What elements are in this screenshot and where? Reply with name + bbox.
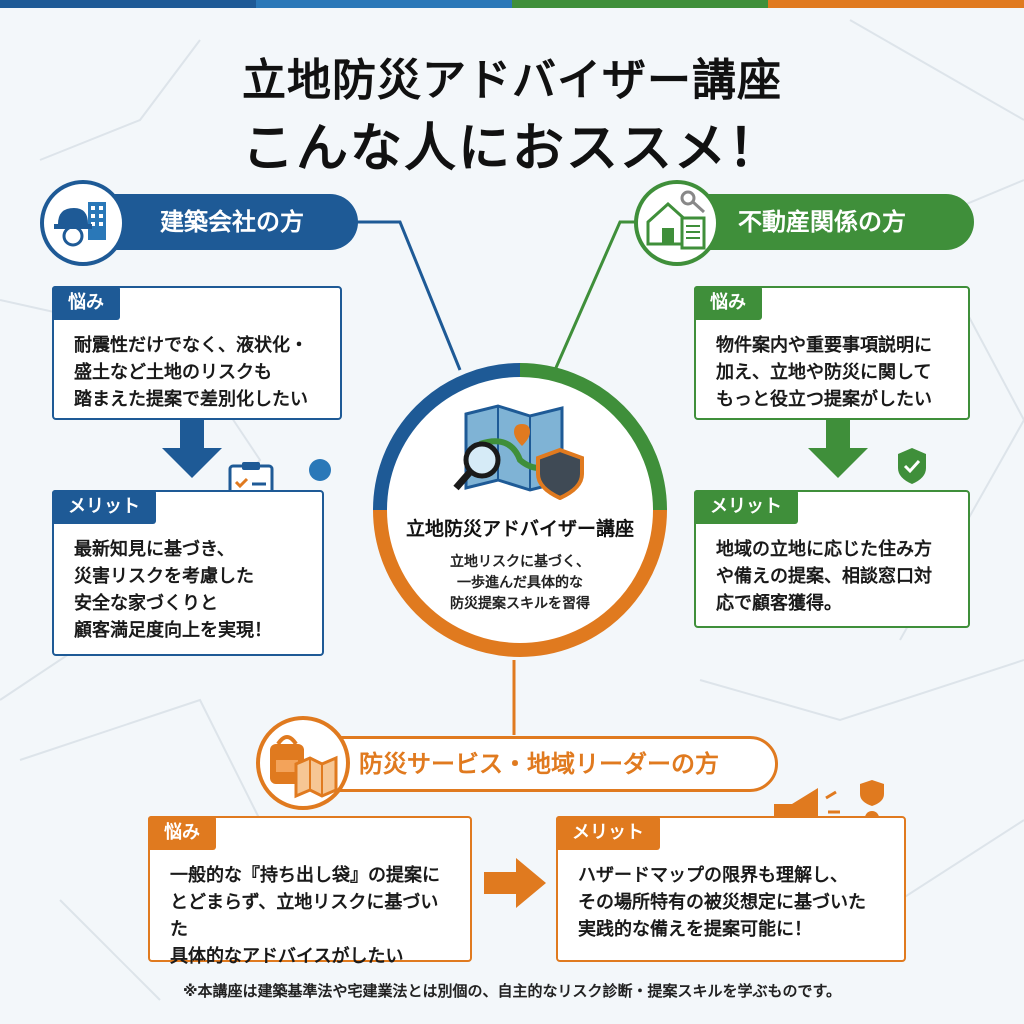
right-merit-card: メリット 地域の立地に応じた住み方 や備えの提案、相談窓口対 応で顧客獲得。 xyxy=(694,490,970,628)
right-worry-text: 物件案内や重要事項説明に 加え、立地や防災に関して もっと役立つ提案がしたい xyxy=(716,335,932,410)
map-search-shield-icon xyxy=(453,404,584,500)
left-worry-card: 悩み 耐震性だけでなく、液状化・ 盛土など土地のリスクも 踏まえた提案で差別化し… xyxy=(52,286,342,420)
builder-icon xyxy=(40,180,126,266)
center-ring xyxy=(373,363,667,657)
right-down-arrow-icon xyxy=(808,420,868,478)
bottom-worry-text: 一般的な『持ち出し袋』の提案に とどまらず、立地リスクに基づいた 具体的なアドバ… xyxy=(170,865,440,967)
bottom-worry-tag: 悩み xyxy=(148,816,216,850)
title-line-2: こんな人におススメ！ xyxy=(241,119,782,179)
left-merit-text: 最新知見に基づき、 災害リスクを考慮した 安全な家づくりと 顧客満足度向上を実現… xyxy=(74,539,272,641)
right-heading-pill: 不動産関係の方 xyxy=(684,194,974,250)
backpack-map-icon xyxy=(256,716,350,810)
left-merit-card: メリット 最新知見に基づき、 災害リスクを考慮した 安全な家づくりと 顧客満足度… xyxy=(52,490,324,656)
top-color-strip xyxy=(0,0,1024,8)
right-heading: 不動産関係の方 xyxy=(738,208,906,236)
right-worry-tag: 悩み xyxy=(694,286,762,320)
left-heading: 建築会社の方 xyxy=(160,208,304,236)
right-arrow-icon xyxy=(484,858,546,908)
bottom-merit-text: ハザードマップの限界も理解し、 その場所特有の被災想定に基づいた 実践的な備えを… xyxy=(578,865,866,940)
bottom-worry-card: 悩み 一般的な『持ち出し袋』の提案に とどまらず、立地リスクに基づいた 具体的な… xyxy=(148,816,472,967)
bottom-merit-card: メリット ハザードマップの限界も理解し、 その場所特有の被災想定に基づいた 実践… xyxy=(556,816,906,962)
left-worry-text: 耐震性だけでなく、液状化・ 盛土など土地のリスクも 踏まえた提案で差別化したい xyxy=(74,335,308,410)
left-heading-pill: 建築会社の方 xyxy=(100,194,358,250)
house-key-icon xyxy=(634,180,720,266)
bottom-merit-tag: メリット xyxy=(556,816,660,850)
center-title: 立地防災アドバイザー講座 xyxy=(405,518,634,540)
right-worry-card: 悩み 物件案内や重要事項説明に 加え、立地や防災に関して もっと役立つ提案がした… xyxy=(694,286,970,420)
right-merit-tag: メリット xyxy=(694,490,798,524)
left-merit-tag: メリット xyxy=(52,490,156,524)
center-description: 立地リスクに基づく、 一歩進んだ具体的な 防災提案スキルを習得 xyxy=(450,554,590,612)
footnote: ※本講座は建築基準法や宅建業法とは別個の、自主的なリスク診断・提案スキルを学ぶも… xyxy=(182,982,842,1000)
left-down-arrow-icon xyxy=(162,420,222,478)
bottom-heading-pill: 防災サービス・地域リーダーの方 xyxy=(312,736,778,792)
left-worry-tag: 悩み xyxy=(52,286,120,320)
title-line-1: 立地防災アドバイザー講座 xyxy=(242,55,782,106)
right-merit-text: 地域の立地に応じた住み方 や備えの提案、相談窓口対 応で顧客獲得。 xyxy=(716,539,932,614)
bottom-heading: 防災サービス・地域リーダーの方 xyxy=(359,750,719,778)
